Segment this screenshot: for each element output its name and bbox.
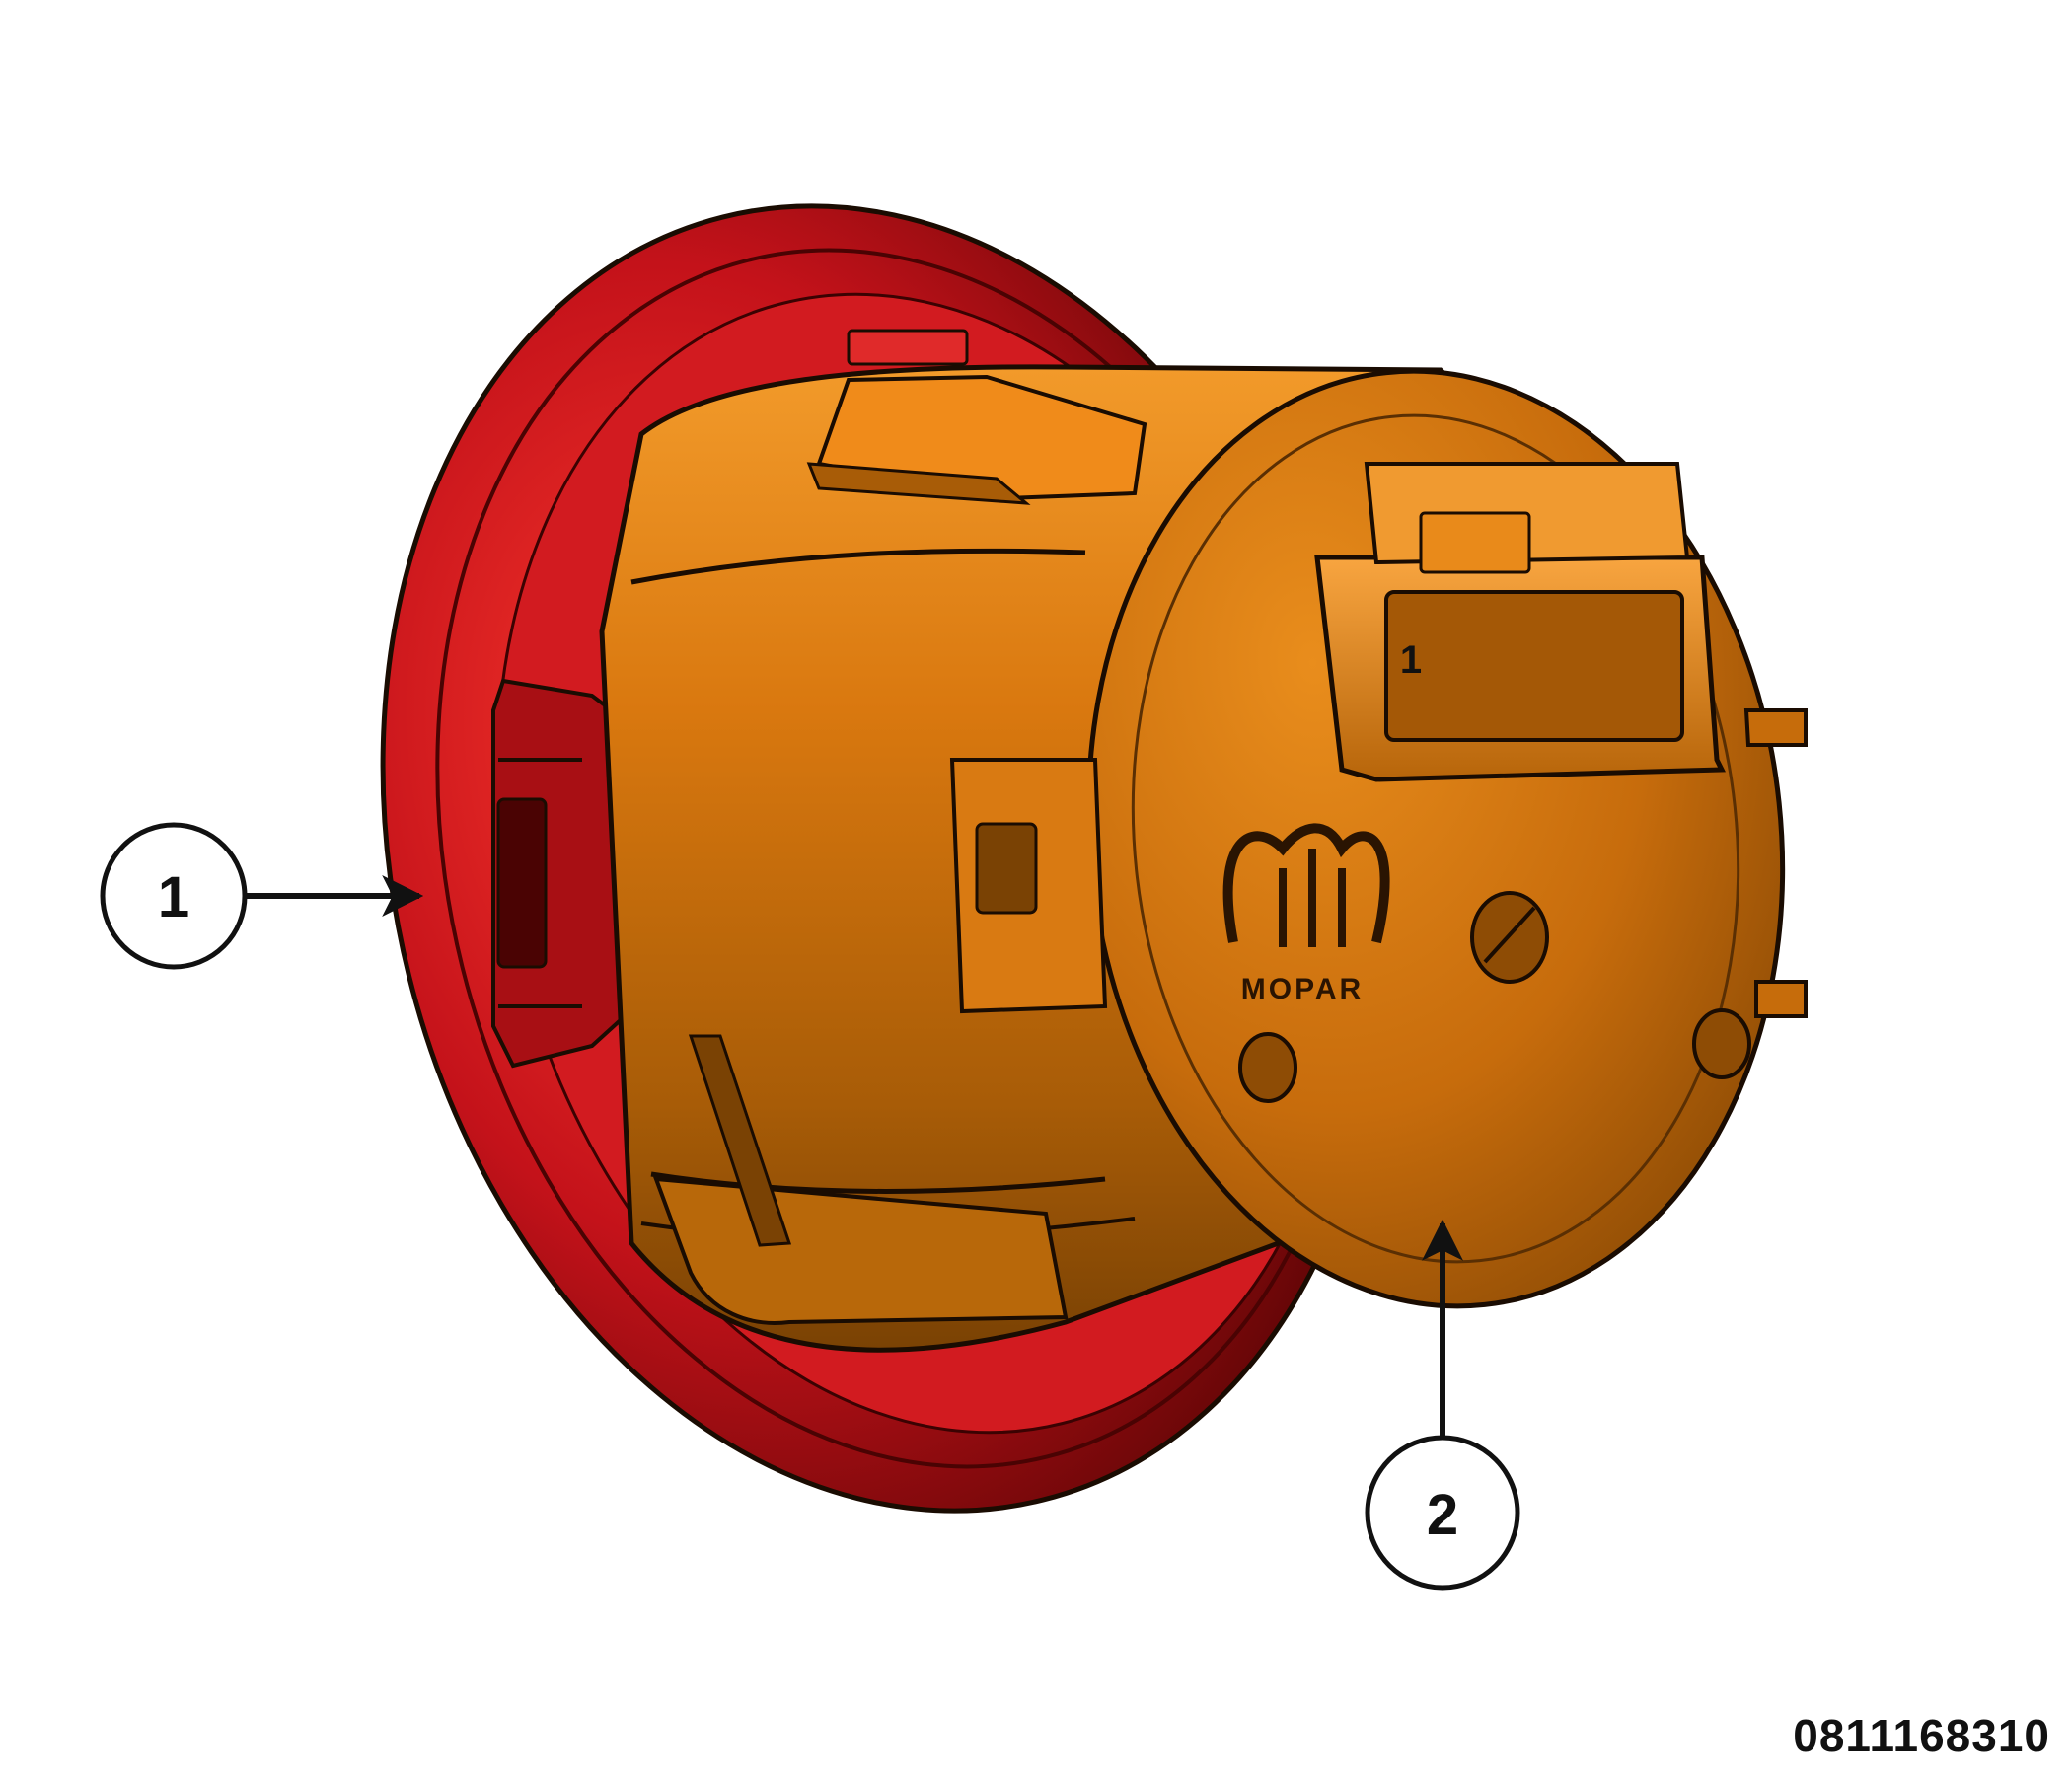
connector-latch (1419, 511, 1531, 574)
face-center-hole-slot (1483, 906, 1536, 964)
mopar-m-icon (1222, 823, 1390, 947)
callout-1-number: 1 (158, 865, 189, 929)
terminal-number-label: 1 (1400, 638, 1422, 682)
face-side-latch-window (975, 822, 1038, 915)
housing-back-face-rim (1131, 413, 1740, 1264)
callout-1-circle (100, 822, 248, 970)
figure-id-label: 0811168310 (1793, 1710, 2050, 1761)
right-pin-lower (1754, 980, 1808, 1018)
right-pin-upper (1743, 708, 1808, 747)
face-left-hole (1238, 1032, 1297, 1103)
housing-band-top (630, 548, 1086, 585)
face-right-hole (1692, 1008, 1751, 1079)
callout-2-circle (1365, 1435, 1520, 1591)
callout-2-number: 2 (1427, 1483, 1458, 1547)
lens-top-tab (847, 329, 969, 366)
socket-housing: 1 MOPAR (599, 364, 1808, 1353)
mopar-logo-text: MOPAR (1241, 973, 1364, 1005)
callout-2: 2 (1365, 1219, 1520, 1591)
connector-opening (1384, 590, 1684, 742)
housing-side-slot (688, 1034, 792, 1247)
housing-top-latch-ramp (806, 462, 1031, 505)
lens-clip-ridge (498, 758, 582, 1008)
lens-clip-slot (496, 797, 548, 969)
callout-1: 1 (100, 822, 424, 970)
